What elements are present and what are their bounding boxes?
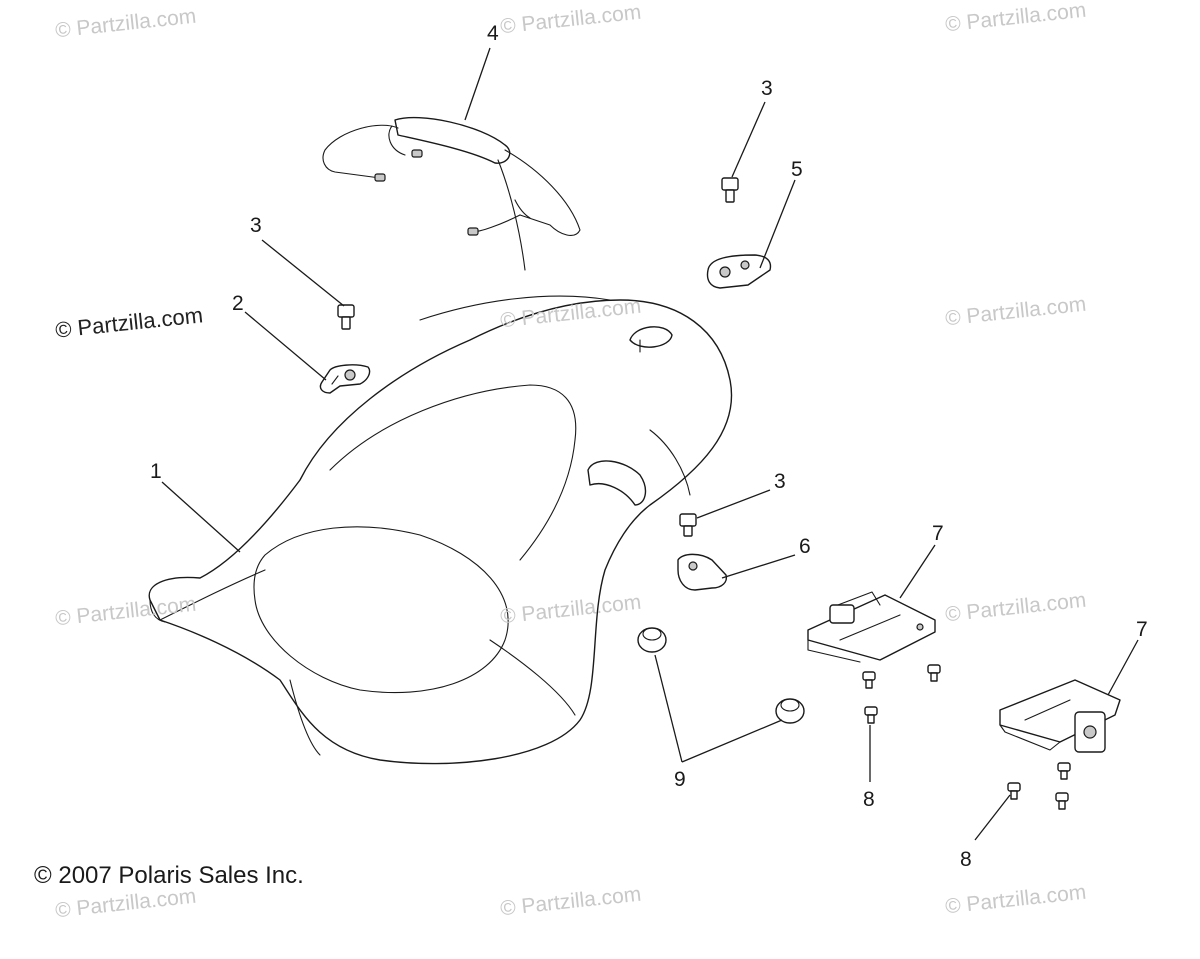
callout-screw-right: 8: [960, 848, 972, 871]
callout-bumper: 9: [674, 768, 686, 791]
bolt-top-right-part: [721, 177, 739, 203]
copyright-notice: © 2007 Polaris Sales Inc.: [34, 862, 304, 889]
callout-bracket-center: 7: [932, 522, 944, 545]
screws-right-part: [1007, 762, 1071, 810]
callout-bolt-top-right: 3: [761, 77, 773, 100]
callout-screw-center: 8: [863, 788, 875, 811]
seat-part: [148, 295, 733, 765]
bracket-right-part: [999, 679, 1121, 753]
latch-top-right-part: [706, 254, 772, 289]
leader-lines: [161, 47, 1139, 841]
callout-bolt-left: 3: [250, 214, 262, 237]
bracket-center-part: [807, 591, 936, 663]
callout-latch-top-right: 5: [791, 158, 803, 181]
latch-mid-right-part: [677, 553, 728, 591]
bolt-mid-right-part: [679, 513, 697, 537]
grab-strap-part: [322, 116, 581, 271]
callout-numbers: 1 2 3 4 3 5 3 6 7 7 8 8 9: [150, 22, 1148, 871]
bolt-left-part: [337, 304, 355, 330]
latch-left-part: [319, 364, 371, 394]
callout-latch-mid-right: 6: [799, 535, 811, 558]
bumpers-part: [637, 627, 805, 724]
callout-latch-left: 2: [232, 292, 244, 315]
screws-center-part: [862, 664, 941, 724]
callout-grab-strap: 4: [487, 22, 499, 45]
callout-bracket-right: 7: [1136, 618, 1148, 641]
callout-seat: 1: [150, 460, 162, 483]
callout-bolt-mid-right: 3: [774, 470, 786, 493]
